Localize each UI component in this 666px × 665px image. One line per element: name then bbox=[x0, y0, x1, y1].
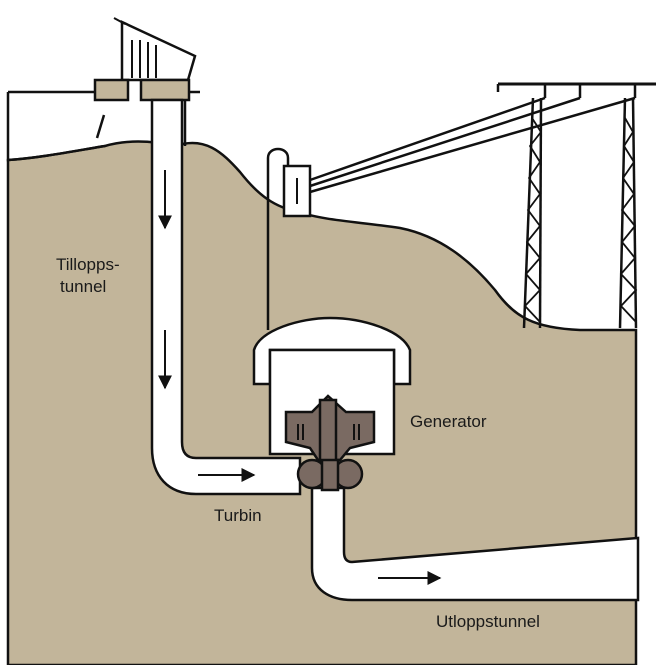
label-turbine: Turbin bbox=[214, 506, 262, 525]
access-shaft bbox=[266, 147, 312, 330]
turbine-unit bbox=[296, 458, 364, 492]
pylon-icon bbox=[522, 97, 543, 329]
pylon-icon bbox=[618, 97, 638, 329]
label-outlet-tunnel: Utloppstunnel bbox=[436, 612, 540, 631]
power-lines bbox=[309, 82, 656, 194]
intake-building bbox=[93, 17, 197, 139]
outlet-tunnel bbox=[310, 486, 640, 602]
label-intake-tunnel-line2: tunnel bbox=[60, 277, 107, 296]
label-intake-tunnel-line1: Tillopps- bbox=[56, 255, 120, 274]
label-generator: Generator bbox=[410, 412, 487, 431]
